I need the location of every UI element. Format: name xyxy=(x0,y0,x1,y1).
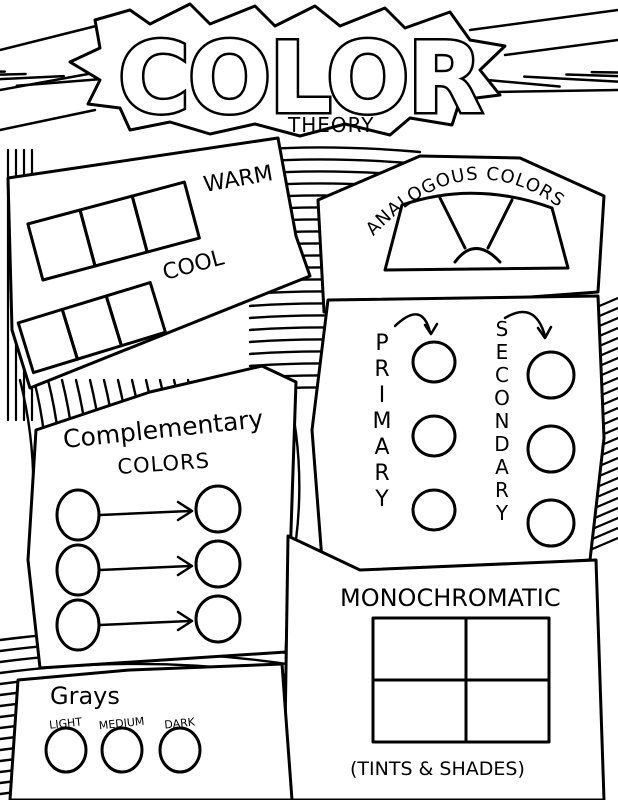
burst-line xyxy=(565,73,618,78)
grays-swatch-label: MEDIUM xyxy=(98,715,145,733)
vertical-letter: A xyxy=(374,435,389,460)
burst-line xyxy=(0,108,97,132)
grays-swatch xyxy=(44,726,88,774)
title-starburst xyxy=(68,2,507,138)
warm-cool-card xyxy=(6,136,312,390)
secondary-arrow-head xyxy=(536,325,553,340)
grays-swatch xyxy=(158,726,202,774)
fan-outline xyxy=(383,191,570,272)
complementary-arrow xyxy=(98,509,192,517)
complementary-arrow xyxy=(98,619,192,627)
vertical-letter: R xyxy=(374,461,389,486)
vertical-letter: P xyxy=(375,331,388,356)
complementary-right-swatch xyxy=(194,539,242,589)
secondary-swatch xyxy=(526,498,576,548)
primary-arrow-head xyxy=(423,322,439,336)
vertical-letter: R xyxy=(374,357,389,382)
vertical-letter: Y xyxy=(495,501,509,525)
subtitle-text: THEORY xyxy=(287,113,374,137)
hatch-line xyxy=(588,526,618,542)
burst-line xyxy=(0,72,27,76)
fan-inner-arc xyxy=(453,247,502,264)
complementary-arrow-head xyxy=(176,500,194,522)
title-burst: COLOR THEORY xyxy=(68,2,507,139)
vertical-letter: I xyxy=(379,383,386,408)
primary-swatch xyxy=(411,414,457,458)
analogous-card xyxy=(316,154,606,314)
vertical-letter: A xyxy=(495,455,509,479)
burst-line xyxy=(468,8,618,32)
secondary-swatch xyxy=(526,424,576,474)
analogous-fan xyxy=(383,191,570,272)
primary-swatch xyxy=(411,488,457,532)
cool-swatch-strip xyxy=(16,281,167,375)
burst-line xyxy=(493,88,618,94)
title-text: COLOR xyxy=(118,22,481,136)
primary-swatches xyxy=(411,340,457,532)
vertical-letter: Y xyxy=(374,487,389,512)
complementary-arrow-head xyxy=(176,610,194,632)
grays-swatch-label: LIGHT xyxy=(49,715,83,731)
burst-line xyxy=(503,38,618,57)
vertical-letter: O xyxy=(494,386,510,410)
grays-swatch-label: DARK xyxy=(164,715,197,731)
vertical-letter: R xyxy=(495,478,509,502)
grays-swatch xyxy=(100,726,144,774)
cool-swatch xyxy=(104,281,167,348)
vertical-letter: S xyxy=(496,317,509,341)
vertical-letter: C xyxy=(495,363,509,387)
complementary-arrow-head xyxy=(176,555,194,577)
monochromatic-panel: MONOCHROMATIC (TINTS & SHADES) xyxy=(282,534,606,800)
vertical-letter: M xyxy=(373,409,392,434)
warm-swatch-strip xyxy=(26,180,201,282)
analogous-panel: ANALOGOUS COLORS xyxy=(316,154,606,314)
secondary-swatches xyxy=(526,350,576,548)
monochromatic-caption: (TINTS & SHADES) xyxy=(350,758,525,780)
warm-cool-panel: WARM COOL xyxy=(6,136,312,390)
grays-title: Grays xyxy=(50,682,120,710)
vertical-letter: N xyxy=(495,409,510,433)
primary-swatch xyxy=(411,340,457,384)
complementary-pairs xyxy=(55,484,242,652)
complementary-panel: Complementary COLORS xyxy=(26,364,298,670)
primary-secondary-card xyxy=(310,294,606,576)
grays-swatches: LIGHT MEDIUM DARK xyxy=(44,715,202,774)
warm-swatch xyxy=(130,180,201,254)
vertical-letter: E xyxy=(496,340,509,364)
complementary-right-swatch xyxy=(194,594,242,644)
grays-panel: Grays LIGHT MEDIUM DARK xyxy=(8,662,294,800)
burst-line xyxy=(0,70,6,73)
vertical-letter: D xyxy=(494,432,509,456)
burst-line xyxy=(523,75,618,83)
burst-line xyxy=(0,74,65,81)
hatch-line xyxy=(588,536,618,552)
complementary-right-swatch xyxy=(194,484,242,534)
secondary-swatch xyxy=(526,350,576,400)
monochromatic-label: MONOCHROMATIC xyxy=(340,584,561,612)
complementary-arrow xyxy=(98,564,192,572)
fan-divider-2 xyxy=(486,198,514,250)
monochromatic-grid xyxy=(371,616,551,744)
secondary-arrow xyxy=(503,310,547,338)
burst-line xyxy=(590,70,618,74)
fan-divider-1 xyxy=(438,196,467,250)
primary-arrow xyxy=(393,313,432,334)
